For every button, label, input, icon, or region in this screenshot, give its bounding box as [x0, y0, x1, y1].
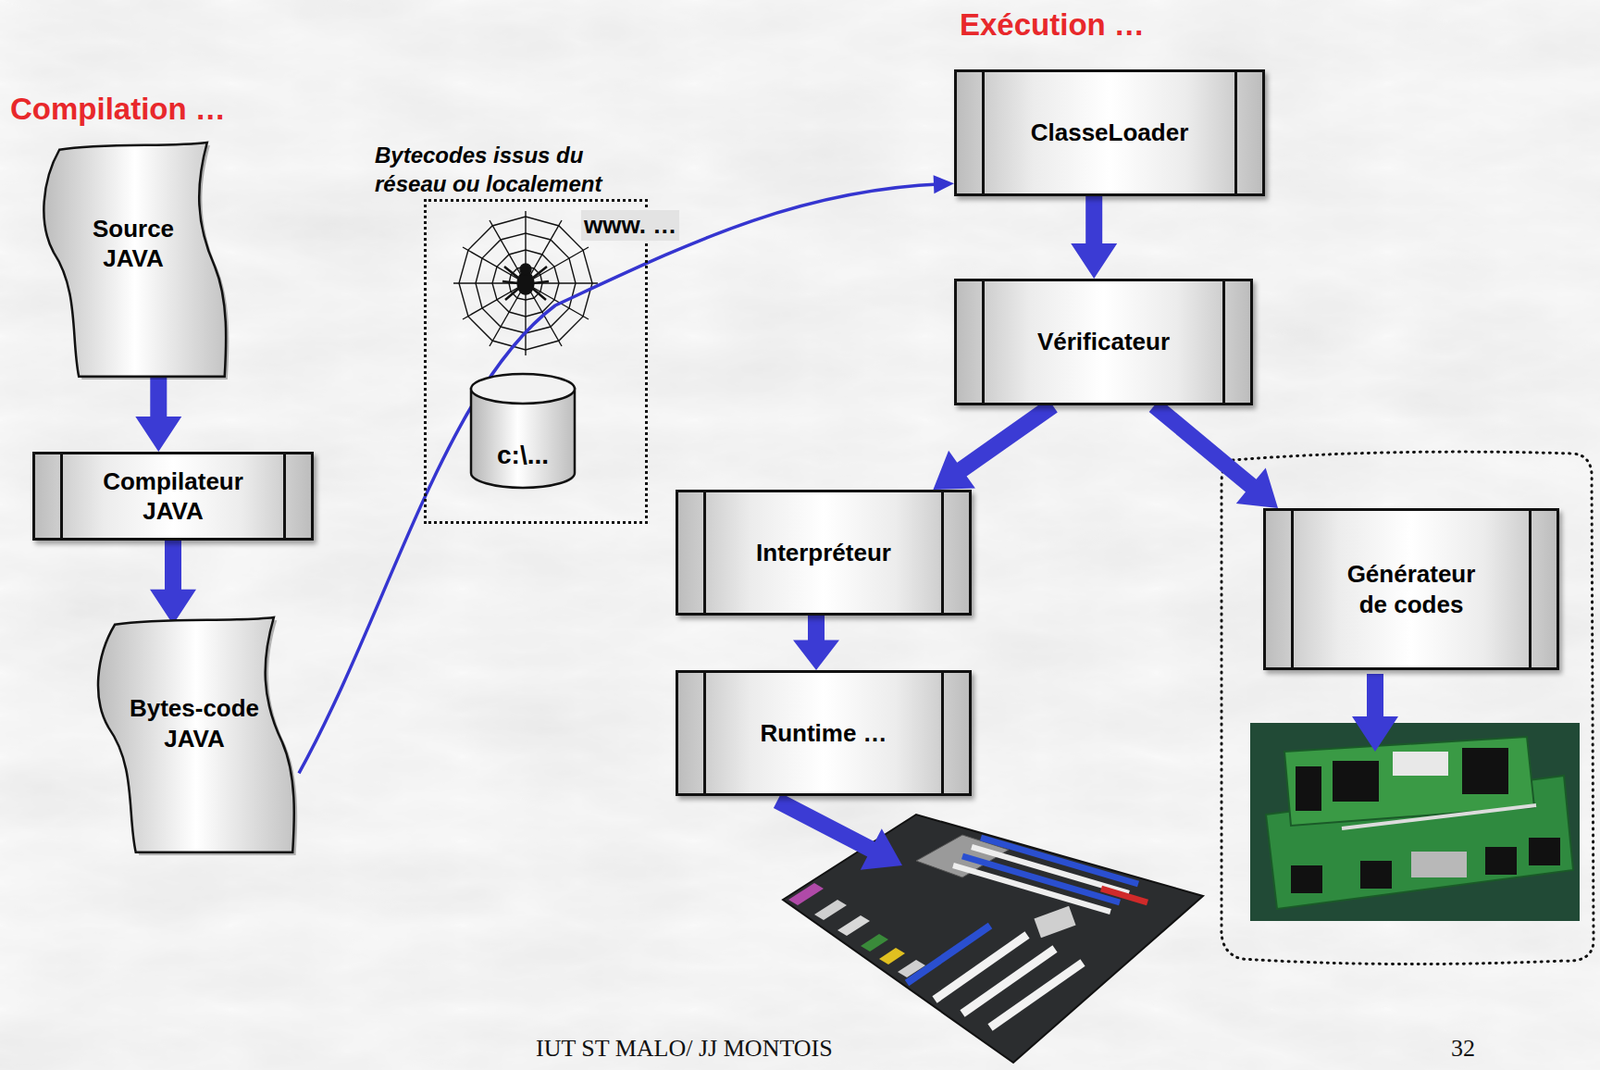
section-heading: Exécution …: [959, 7, 1145, 43]
node-label: c:\...: [496, 438, 549, 472]
process-bar: [703, 492, 707, 613]
process-box: Runtime …: [675, 669, 972, 796]
node-note: www. …: [581, 210, 680, 241]
cylinder-outline: [469, 372, 577, 490]
node-label: Runtime …: [759, 718, 887, 749]
flow-arrow: [1070, 196, 1117, 279]
document-shape: Source JAVA: [36, 142, 231, 382]
process-box: Interpréteur: [675, 489, 972, 616]
process-bar: [941, 492, 944, 613]
node-label: Bytes-code JAVA: [123, 693, 267, 754]
flow-arrow: [135, 373, 182, 452]
node-label: Interpréteur: [756, 537, 892, 569]
process-box: Générateur de codes: [1263, 508, 1560, 670]
section-heading: Compilation …: [10, 91, 226, 127]
process-bar: [941, 672, 944, 794]
node-label: Vérificateur: [1037, 326, 1170, 358]
process-bar: [1222, 281, 1226, 403]
node-label: Source JAVA: [80, 213, 187, 274]
node-label: Compilateur JAVA: [83, 466, 264, 527]
node-label: ClasseLoader: [1030, 117, 1190, 149]
storage-cylinder: c:\...: [469, 372, 577, 490]
hardware-arrow: [773, 793, 903, 870]
motherboard-illustration: [782, 814, 1204, 1063]
source-zone: Bytecodes issus du réseau ou localementw…: [423, 198, 648, 524]
process-bar: [1234, 72, 1238, 194]
process-box: Compilateur JAVA: [32, 451, 314, 541]
process-bar: [703, 672, 707, 794]
hardware-arrow: [1351, 673, 1399, 752]
process-bar: [981, 72, 985, 194]
embedded-board-photo: [1250, 722, 1580, 921]
process-bar: [283, 454, 286, 538]
process-bar: [981, 281, 985, 403]
process-box: ClasseLoader: [954, 69, 1266, 197]
flow-arrow: [932, 398, 1057, 490]
process-bar: [60, 454, 63, 538]
flow-arrow: [793, 615, 840, 670]
node-label: Générateur de codes: [1335, 558, 1489, 620]
page-number: 32: [1451, 1034, 1476, 1063]
flow-arrow: [1149, 398, 1278, 509]
document-shape: Bytes-code JAVA: [89, 617, 299, 857]
process-bar: [1290, 510, 1294, 668]
process-box: Vérificateur: [954, 278, 1253, 406]
process-bar: [1528, 510, 1532, 668]
node-label: Bytecodes issus du réseau ou localement: [374, 140, 644, 199]
flow-arrow: [149, 540, 197, 625]
footer-text: IUT ST MALO/ JJ MONTOIS: [535, 1034, 833, 1063]
embedded-target-region: [1221, 451, 1594, 964]
